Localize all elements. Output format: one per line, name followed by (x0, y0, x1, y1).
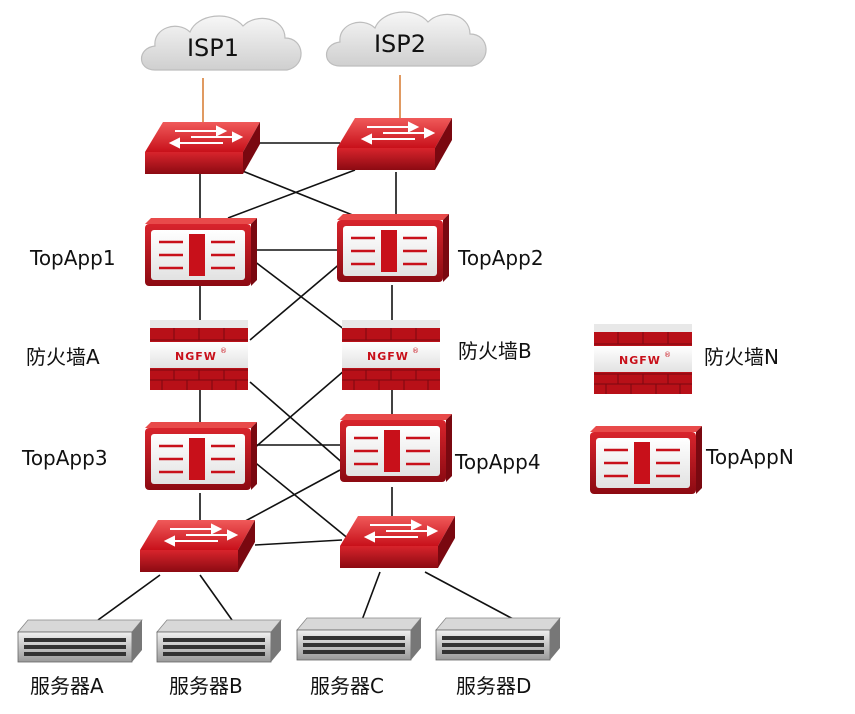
topappN-device (590, 426, 702, 494)
server-a-device (17, 619, 143, 663)
isp2-label: ISP2 (374, 30, 426, 58)
server-b-label: 服务器B (169, 674, 243, 698)
firewall-icon: NGFW ® (150, 320, 248, 390)
server-icon (296, 617, 422, 661)
firewall-badge: NGFW (175, 350, 217, 363)
server-c-label: 服务器C (310, 674, 384, 698)
bottom-switch-1 (140, 520, 255, 572)
topapp1-device (145, 218, 257, 286)
topapp-device-icon (340, 414, 452, 482)
topapp-device-icon (337, 214, 449, 282)
topapp4-device (340, 414, 452, 482)
links (97, 75, 516, 621)
bottom-switch-2 (340, 516, 455, 568)
firewall-n-device: NGFW ® (594, 324, 692, 394)
firewall-icon: NGFW ® (594, 324, 692, 394)
firewall-badge-mark: ® (664, 351, 671, 359)
top-switch-2 (337, 118, 452, 170)
firewall-n-label: 防火墙N (704, 345, 779, 369)
topapp-device-icon (145, 422, 257, 490)
server-d-device (435, 617, 561, 661)
topapp1-label: TopApp1 (30, 246, 116, 270)
server-d-label: 服务器D (456, 674, 532, 698)
firewall-badge: NGFW (619, 354, 661, 367)
server-a-label: 服务器A (30, 674, 104, 698)
topapp-device-icon (145, 218, 257, 286)
firewall-icon: NGFW ® (342, 320, 440, 390)
isp1-cloud: ISP1 (140, 15, 302, 71)
topapp4-label: TopApp4 (455, 450, 541, 474)
firewall-b-label: 防火墙B (458, 339, 532, 363)
firewall-a-label: 防火墙A (26, 345, 100, 369)
topapp3-label: TopApp3 (22, 446, 108, 470)
isp2-cloud: ISP2 (325, 11, 487, 67)
isp1-label: ISP1 (187, 34, 239, 62)
switch-icon (140, 520, 255, 572)
topapp2-device (337, 214, 449, 282)
switch-icon (340, 516, 455, 568)
topappN-label: TopAppN (706, 445, 794, 469)
cloud-icon (325, 11, 487, 67)
cloud-icon (140, 15, 302, 71)
server-c-device (296, 617, 422, 661)
topapp-device-icon (590, 426, 702, 494)
server-icon (435, 617, 561, 661)
topapp2-label: TopApp2 (458, 246, 544, 270)
firewall-badge-mark: ® (412, 347, 419, 355)
server-icon (156, 619, 282, 663)
top-switch-1 (145, 122, 260, 174)
firewall-badge: NGFW (367, 350, 409, 363)
firewall-badge-mark: ® (220, 347, 227, 355)
firewall-b-device: NGFW ® (342, 320, 440, 390)
firewall-a-device: NGFW ® (150, 320, 248, 390)
server-b-device (156, 619, 282, 663)
topapp3-device (145, 422, 257, 490)
switch-icon (145, 122, 260, 174)
switch-icon (337, 118, 452, 170)
server-icon (17, 619, 143, 663)
